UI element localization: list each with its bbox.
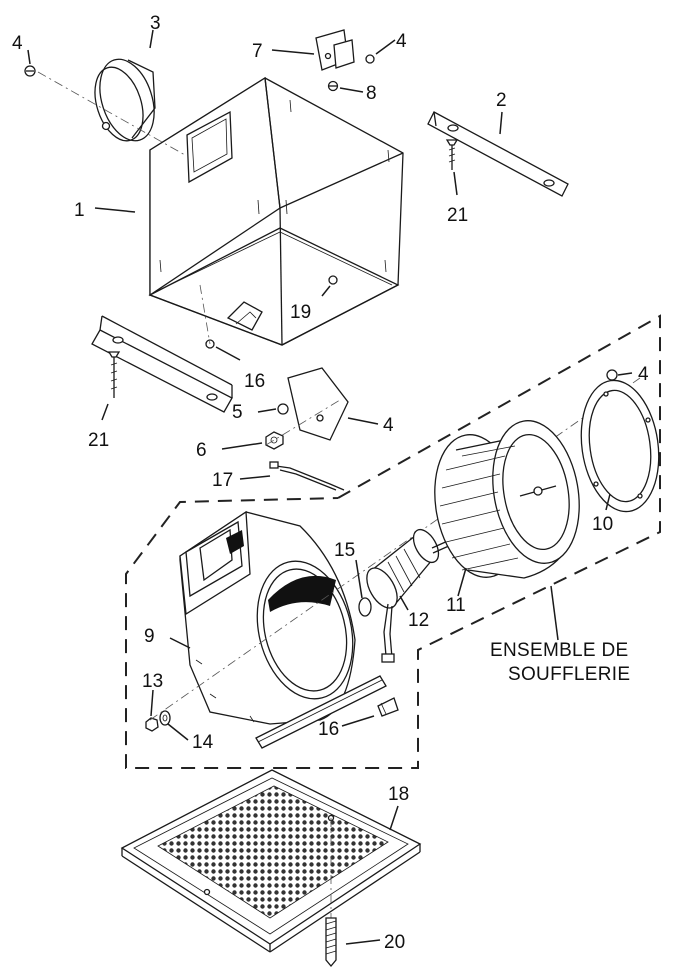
callout-17: 17	[212, 470, 233, 491]
callout-13: 13	[142, 671, 163, 692]
callout-16: 16	[318, 719, 339, 740]
callout-5: 4	[383, 415, 394, 436]
blower-wheel	[434, 420, 580, 579]
callout-labels: 4 3 7 4 8 2 1 21 19 16 21 4 5 4 6 17 15 …	[12, 13, 649, 953]
housing-box	[148, 76, 404, 346]
assembly-label-line-1: ENSEMBLE DE	[490, 640, 628, 661]
callout-6: 6	[196, 440, 207, 461]
callout-21: 21	[88, 430, 109, 451]
mounting-bracket-small	[315, 29, 375, 92]
screw	[24, 65, 36, 77]
callout-16: 16	[244, 371, 265, 392]
callout-4: 4	[396, 31, 407, 52]
leader-lines	[27, 29, 633, 945]
callout-15: 15	[334, 540, 355, 561]
callout-19: 19	[290, 302, 311, 323]
callout-2: 2	[496, 90, 507, 111]
blower-assembly-boundary	[125, 314, 661, 769]
callout-4: 4	[12, 33, 23, 54]
callout-20: 20	[384, 932, 405, 953]
callout-8: 8	[366, 83, 377, 104]
motor	[366, 528, 452, 663]
callout-21: 21	[447, 205, 468, 226]
callout-18: 18	[388, 784, 409, 805]
washer	[358, 597, 372, 617]
callout-10: 10	[592, 514, 613, 535]
motor-plate	[265, 367, 349, 450]
grille	[120, 769, 422, 953]
callout-14: 14	[192, 732, 214, 753]
blower-housing	[179, 510, 399, 749]
callout-11: 11	[446, 595, 466, 616]
callout-4: 5	[232, 402, 243, 423]
callout-12: 12	[408, 610, 429, 631]
assembly-label-line-2: SOUFFLERIE	[508, 664, 630, 685]
grille-screw	[325, 818, 337, 968]
mounting-ring	[580, 379, 660, 513]
blower-assembly-label: ENSEMBLE DE SOUFFLERIE	[490, 640, 630, 685]
wire-connector	[269, 461, 345, 491]
callout-4: 4	[638, 364, 649, 385]
callout-3: 3	[150, 13, 161, 34]
callout-7: 7	[252, 41, 263, 62]
nut-and-washer	[145, 710, 171, 732]
screw	[606, 369, 618, 381]
duct-collar	[94, 58, 156, 142]
hanger-bar-left	[91, 315, 233, 413]
callout-9: 9	[144, 626, 155, 647]
callout-1: 1	[74, 200, 85, 221]
hanger-bar-right	[427, 111, 569, 197]
